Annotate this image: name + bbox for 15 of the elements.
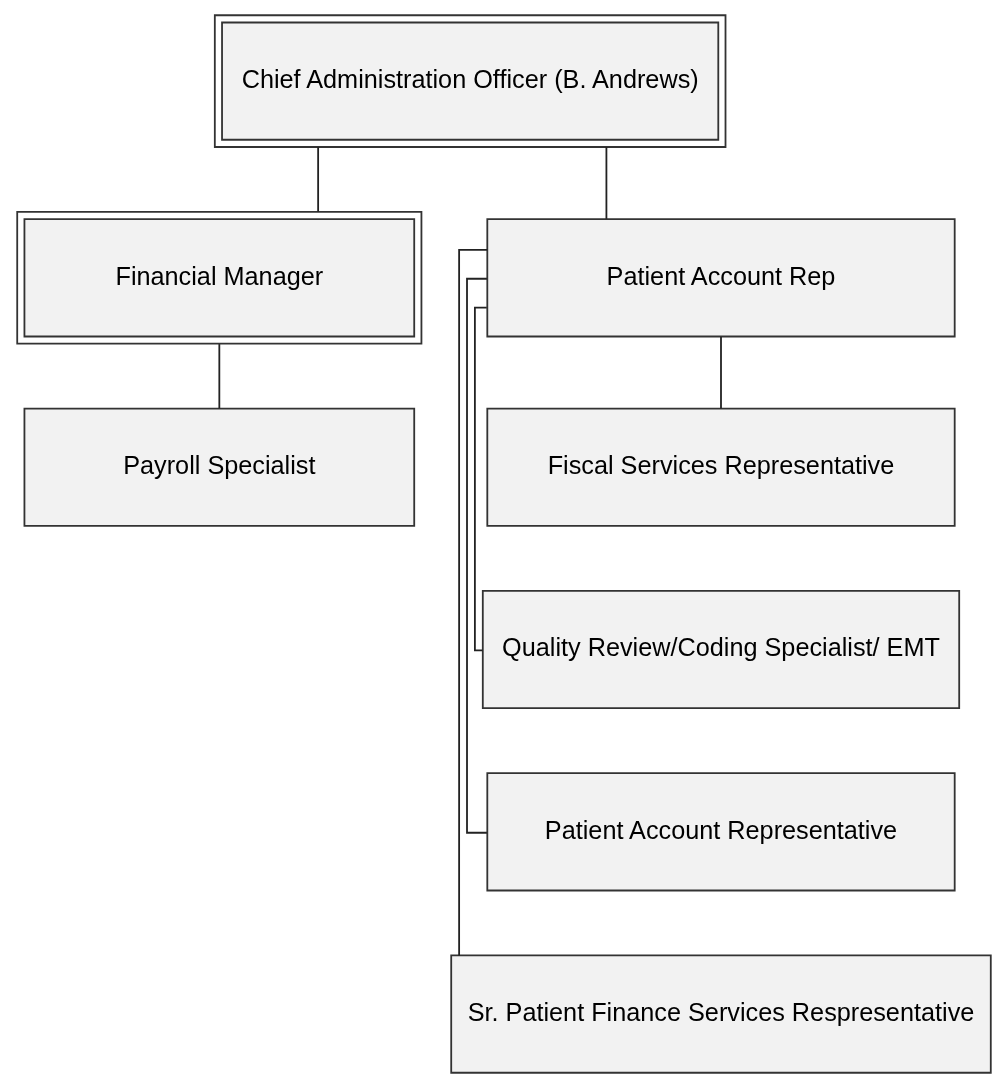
- connector: [217, 343, 220, 410]
- connector: [719, 335, 722, 410]
- node-box: Payroll Specialist: [23, 407, 415, 527]
- connector: [316, 146, 319, 213]
- connector: [457, 248, 488, 957]
- connector: [465, 277, 488, 834]
- node-box: Patient Account Rep: [485, 218, 956, 338]
- node-box: Fiscal Services Representative: [485, 407, 956, 527]
- node-box: Chief Administration Officer (B. Andrews): [213, 14, 726, 148]
- connector: [605, 146, 607, 220]
- node-box: Financial Manager: [15, 211, 422, 345]
- node-box: Sr. Patient Finance Services Respresentative: [449, 954, 992, 1074]
- node-box: Quality Review/Coding Specialist/ EMT: [481, 590, 960, 710]
- node-box: Patient Account Representative: [485, 772, 956, 892]
- connector: [473, 306, 488, 652]
